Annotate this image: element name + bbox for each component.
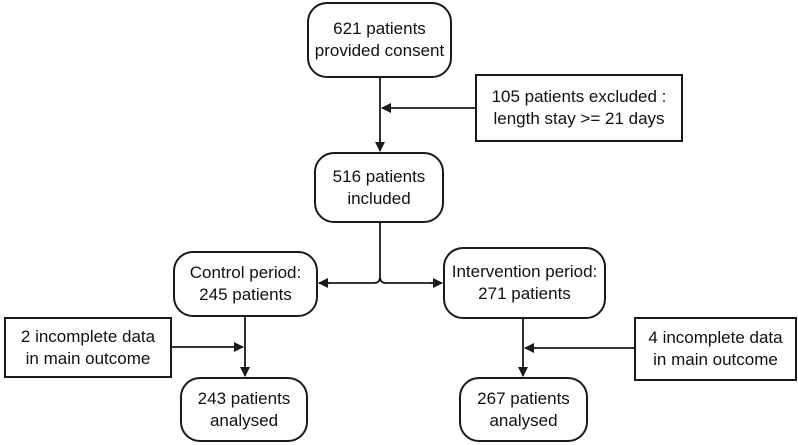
analysed-left-line-1: 243 patients: [197, 388, 291, 408]
intervention-line-2: 271 patients: [478, 284, 571, 303]
consent-line-2: provided consent: [314, 41, 445, 60]
analysed-left-node: 243 patients analysed: [180, 377, 308, 442]
excluded-line-2: length stay >= 21 days: [493, 109, 665, 128]
incomplete-right-line-1: 4 incomplete data: [648, 328, 783, 347]
incomplete-left-line-1: 2 incomplete data: [20, 326, 156, 346]
consent-line-1: 621 patients: [333, 19, 426, 38]
incomplete-right-line-2: in main outcome: [653, 350, 778, 369]
consent-node: 621 patients provided consent: [307, 2, 452, 78]
split-connector: [319, 223, 442, 284]
analysed-left-line-2: analysed: [209, 410, 279, 430]
included-node: 516 patients included: [314, 152, 444, 223]
analysed-right-node: 267 patients analysed: [459, 377, 588, 442]
incomplete-data-left-node: 2 incomplete data in main outcome: [4, 317, 172, 378]
analysed-right-line-2: analysed: [489, 410, 558, 430]
control-period-node: Control period: 245 patients: [173, 251, 318, 317]
incomplete-left-line-2: in main outcome: [25, 348, 151, 368]
intervention-line-1: Intervention period:: [451, 262, 598, 281]
control-line-1: Control period:: [189, 263, 302, 282]
included-line-2: included: [347, 188, 411, 208]
control-line-2: 245 patients: [199, 285, 292, 304]
intervention-period-node: Intervention period: 271 patients: [443, 247, 606, 319]
excluded-line-1: 105 patients excluded :: [491, 87, 667, 106]
analysed-right-line-1: 267 patients: [477, 388, 570, 408]
incomplete-data-right-node: 4 incomplete data in main outcome: [634, 317, 797, 381]
included-line-1: 516 patients: [332, 166, 426, 186]
excluded-node: 105 patients excluded : length stay >= 2…: [475, 74, 683, 142]
